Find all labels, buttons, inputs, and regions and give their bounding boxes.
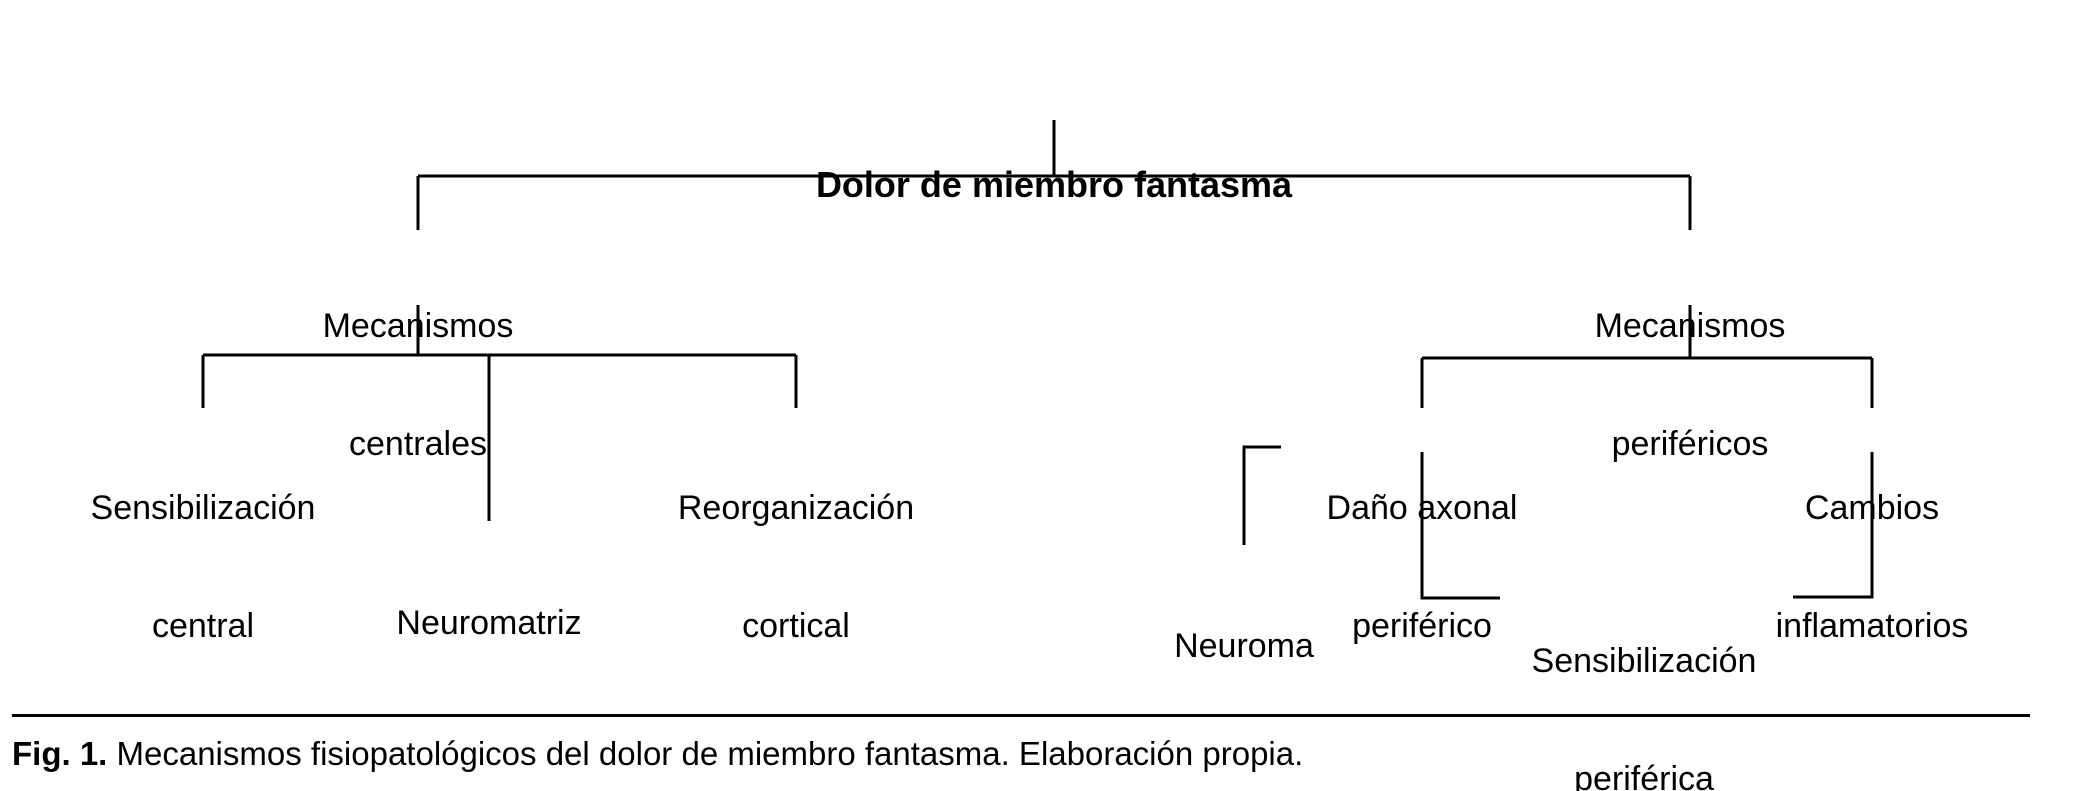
edge-to-sensibilizacion-periferica bbox=[1420, 452, 1500, 600]
node-sensibilizacion-periferica[interactable]: Sensibilización periférica bbox=[1494, 563, 1794, 791]
node-neuroma[interactable]: Neuroma bbox=[1064, 548, 1424, 745]
node-label-line: inflamatorios bbox=[1775, 607, 1969, 646]
figure-caption: Fig. 1. Mecanismos fisiopatológicos del … bbox=[12, 734, 2032, 774]
figure-caption-text: Mecanismos fisiopatológicos del dolor de… bbox=[107, 735, 1304, 772]
node-label-line: Cambios bbox=[1804, 488, 1940, 527]
figure-caption-label: Fig. 1. bbox=[12, 735, 108, 772]
node-label-line: periféricos bbox=[1611, 425, 1769, 464]
node-label-line: Neuromatriz bbox=[396, 603, 582, 642]
node-label-line: Reorganización bbox=[677, 488, 915, 527]
edge-to-neuroma bbox=[1242, 445, 1281, 545]
node-label-line: Mecanismos bbox=[1594, 306, 1786, 345]
diagram-canvas: Dolor de miembro fantasma Mecanismos cen… bbox=[91, 80, 1968, 791]
node-label-line: Mecanismos bbox=[322, 306, 514, 345]
node-label-line: centrales bbox=[349, 425, 487, 464]
node-neuromatriz[interactable]: Neuromatriz bbox=[309, 525, 669, 722]
node-cambios-inflamatorios[interactable]: Cambios inflamatorios bbox=[1712, 410, 2032, 726]
node-label-line: periférico bbox=[1352, 607, 1492, 646]
node-reorganizacion-cortical[interactable]: Reorganización cortical bbox=[616, 410, 976, 726]
edge-cambios-to-sensibilizacion bbox=[1793, 452, 1874, 599]
node-label-line: central bbox=[151, 607, 255, 646]
node-dolor-miembro-fantasma[interactable]: Dolor de miembro fantasma bbox=[754, 80, 1354, 289]
connector-lines bbox=[201, 120, 1874, 600]
node-dano-axonal-periferico[interactable]: Daño axonal periférico bbox=[1267, 410, 1577, 726]
node-label-line: periférica bbox=[1574, 760, 1714, 791]
node-mecanismos-perifericos[interactable]: Mecanismos periféricos bbox=[1490, 228, 1890, 544]
node-label-line: Neuroma bbox=[1174, 626, 1314, 665]
node-label-line: Sensibilización bbox=[1531, 641, 1757, 680]
node-label-line: Daño axonal bbox=[1326, 488, 1518, 527]
node-sensibilizacion-central[interactable]: Sensibilización central bbox=[23, 410, 383, 726]
node-label-line: Dolor de miembro fantasma bbox=[815, 163, 1293, 205]
node-label-line: cortical bbox=[742, 607, 850, 646]
caption-divider bbox=[12, 714, 2030, 717]
node-mecanismos-centrales[interactable]: Mecanismos centrales bbox=[218, 228, 618, 544]
node-label-line: Sensibilización bbox=[90, 488, 316, 527]
